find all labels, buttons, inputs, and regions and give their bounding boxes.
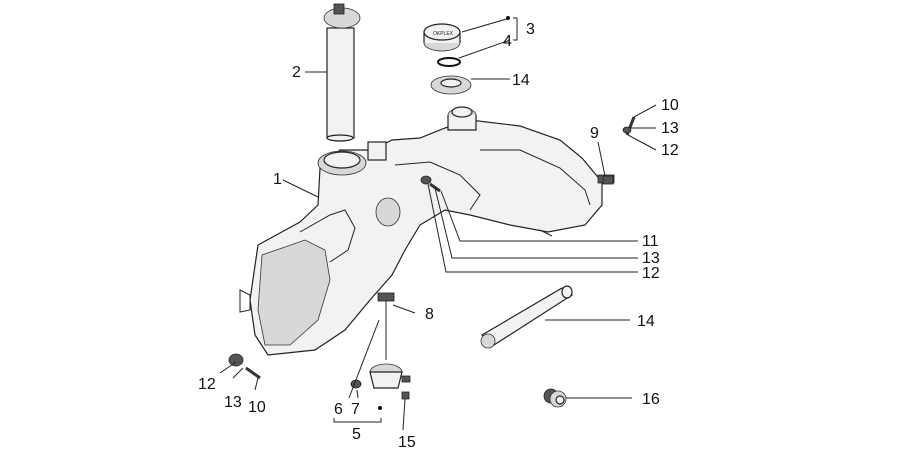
callout-5: 5 (352, 426, 361, 443)
callout-13-center: 13 (642, 250, 660, 267)
callout-6: 6 (334, 401, 343, 418)
callout-2: 2 (292, 64, 301, 81)
callout-13-left: 13 (224, 394, 242, 411)
clip-9 (602, 175, 614, 185)
callout-12-left: 12 (198, 376, 216, 393)
reference-dot-5 (378, 406, 382, 410)
callout-11: 11 (642, 233, 659, 250)
gasket-ring (437, 57, 461, 67)
callout-14-hose: 14 (637, 313, 655, 330)
callout-10-right: 10 (661, 97, 679, 114)
fuel-pump-tube (323, 3, 361, 142)
reference-dot-3 (506, 16, 510, 20)
bolt-washer-center (420, 175, 441, 193)
callout-1: 1 (273, 171, 282, 188)
callout-7: 7 (351, 401, 360, 418)
leader-lines (219, 17, 657, 431)
callout-3: 3 (526, 21, 535, 38)
fuel-tap-assembly (350, 292, 411, 400)
callout-9: 9 (590, 125, 599, 142)
bolt-washer-left (228, 353, 261, 380)
callout-labels: 1 2 3 4 14 10 13 12 9 11 13 12 8 14 12 1… (198, 21, 679, 450)
callout-4: 4 (503, 33, 512, 50)
filler-neck (447, 106, 477, 131)
callout-12-center: 12 (642, 265, 660, 282)
fuel-tank (239, 119, 615, 356)
callout-13-right: 13 (661, 120, 679, 137)
cap-text: OKPLEX (433, 31, 454, 37)
callout-16: 16 (642, 391, 660, 408)
hose (480, 285, 574, 349)
callout-12-right: 12 (661, 142, 679, 159)
callout-15: 15 (398, 434, 416, 450)
seal-ring (430, 75, 472, 95)
callout-8: 8 (425, 306, 434, 323)
callout-10-left: 10 (248, 399, 266, 416)
fuel-cap: OKPLEX (423, 23, 461, 52)
bolt-washer-right (622, 116, 636, 136)
callout-14-seal: 14 (512, 72, 530, 89)
grommet (543, 388, 567, 408)
